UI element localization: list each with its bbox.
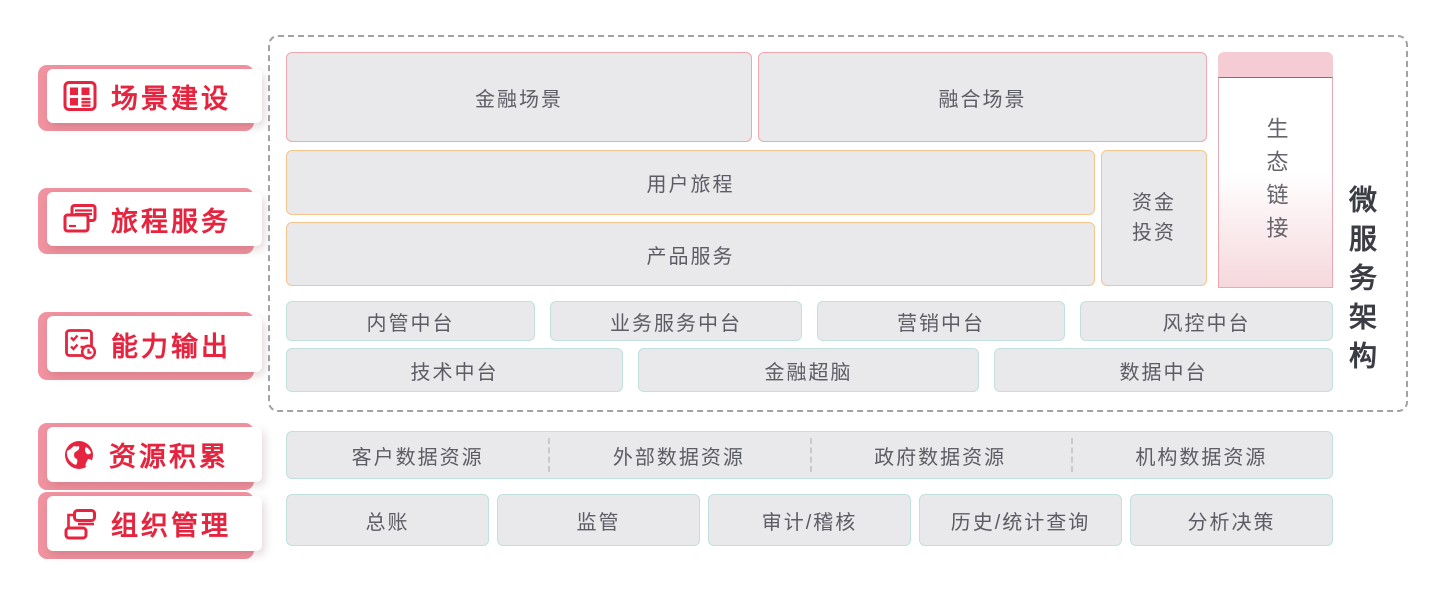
- fund-investment-box: 资金投资: [1101, 150, 1207, 286]
- box-label: 数据中台: [1119, 361, 1208, 384]
- sidebar-card: 场景建设: [47, 69, 262, 123]
- microservice-frame: [268, 35, 1408, 412]
- finance-brain-box: 金融超脑: [638, 348, 979, 392]
- business-service-platform-box: 业务服务中台: [550, 301, 802, 341]
- sidebar-item-capability-output: 能力输出: [38, 312, 262, 380]
- segment-label: 外部数据资源: [612, 446, 745, 469]
- box-label: 用户旅程: [646, 174, 735, 196]
- data-resource-segment: 政府数据资源: [809, 432, 1071, 478]
- box-label: 内管中台: [366, 312, 455, 335]
- bank-cards-icon: [62, 203, 98, 235]
- box-label: 金融场景: [475, 88, 563, 111]
- data-resource-segment: 机构数据资源: [1070, 432, 1332, 478]
- microservice-frame-label: 微服务架构: [1346, 184, 1377, 380]
- history-query-box: 历史/统计查询: [919, 494, 1122, 546]
- product-service-box: 产品服务: [286, 222, 1095, 286]
- segment-label: 客户数据资源: [351, 446, 484, 469]
- box-label: 审计/稽核: [761, 511, 858, 534]
- box-label: 资金投资: [1132, 192, 1176, 244]
- data-resource-segment: 客户数据资源: [287, 432, 548, 478]
- audit-box: 审计/稽核: [708, 494, 911, 546]
- tech-platform-box: 技术中台: [286, 348, 623, 392]
- eco-link-box: 生态链接: [1218, 52, 1333, 288]
- layout-grid-icon: [62, 80, 98, 112]
- box-label: 金融超脑: [764, 361, 853, 384]
- risk-control-platform-box: 风控中台: [1080, 301, 1333, 341]
- sidebar-item-label: 能力输出: [111, 331, 231, 362]
- sidebar-item-label: 场景建设: [111, 83, 231, 114]
- box-label: 技术中台: [410, 361, 499, 384]
- supervision-box: 监管: [497, 494, 700, 546]
- sidebar-item-scene-building: 场景建设: [38, 65, 262, 131]
- box-label: 总账: [365, 511, 410, 534]
- fusion-scene-box: 融合场景: [758, 52, 1207, 142]
- box-label: 历史/统计查询: [950, 511, 1091, 534]
- data-resource-segment: 外部数据资源: [548, 432, 809, 478]
- eco-link-label: 生态链接: [1263, 116, 1289, 249]
- sidebar-card: 组织管理: [47, 496, 262, 551]
- finance-scene-box: 金融场景: [286, 52, 752, 142]
- box-label: 风控中台: [1162, 312, 1251, 335]
- analysis-decision-box: 分析决策: [1130, 494, 1333, 546]
- sidebar-item-organization-management: 组织管理: [38, 492, 262, 559]
- sidebar-item-label: 资源积累: [109, 442, 229, 472]
- sidebar-item-journey-service: 旅程服务: [38, 188, 262, 254]
- box-label: 营销中台: [897, 312, 985, 335]
- sidebar-item-label: 组织管理: [111, 511, 231, 541]
- data-resources-bar: 客户数据资源 外部数据资源 政府数据资源 机构数据资源: [286, 431, 1333, 479]
- globe-icon: [62, 439, 96, 471]
- marketing-platform-box: 营销中台: [817, 301, 1065, 341]
- general-ledger-box: 总账: [286, 494, 489, 546]
- box-label: 产品服务: [646, 245, 735, 268]
- eco-link-cap: [1218, 52, 1333, 77]
- sidebar-item-resource-accumulation: 资源积累: [38, 423, 262, 490]
- box-label: 监管: [576, 511, 621, 534]
- internal-mgmt-platform-box: 内管中台: [286, 301, 535, 341]
- box-label: 分析决策: [1187, 511, 1276, 534]
- sidebar-item-label: 旅程服务: [111, 206, 231, 237]
- checklist-clock-icon: [62, 328, 98, 360]
- eco-link-body: 生态链接: [1218, 77, 1333, 288]
- org-flow-icon: [62, 508, 98, 540]
- user-journey-box: 用户旅程: [286, 150, 1095, 215]
- sidebar-card: 旅程服务: [47, 192, 262, 246]
- segment-label: 政府数据资源: [874, 446, 1007, 469]
- data-platform-box: 数据中台: [994, 348, 1333, 392]
- sidebar-card: 资源积累: [47, 427, 262, 482]
- sidebar-card: 能力输出: [47, 316, 262, 372]
- segment-label: 机构数据资源: [1135, 446, 1268, 469]
- box-label: 融合场景: [938, 88, 1027, 111]
- box-label: 业务服务中台: [610, 312, 742, 335]
